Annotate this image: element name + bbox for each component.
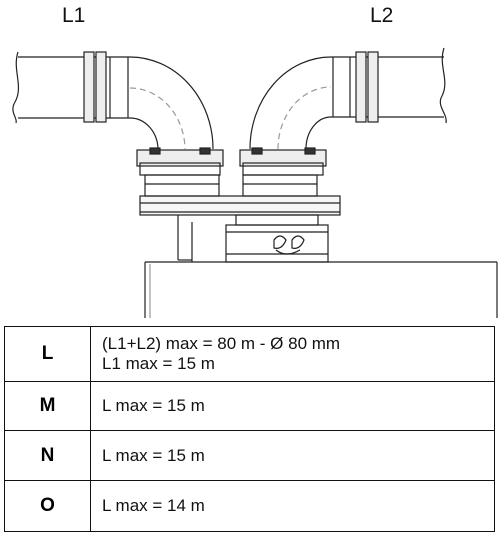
row-value: (L1+L2) max = 80 m - Ø 80 mm L1 max = 15… (90, 326, 495, 382)
right-elbow (249, 56, 332, 150)
label-l2: L2 (370, 4, 393, 27)
label-l1: L1 (62, 4, 85, 27)
value-line: L1 max = 15 m (102, 354, 215, 373)
value-line: (L1+L2) max = 80 m - Ø 80 mm (102, 334, 341, 353)
right-clamp (239, 147, 327, 176)
table-row: L (L1+L2) max = 80 m - Ø 80 mm L1 max = … (4, 326, 495, 382)
row-value: L max = 15 m (90, 430, 495, 481)
left-elbow (129, 56, 214, 150)
row-key: O (4, 480, 91, 532)
left-pipe (12, 51, 130, 124)
flue-diagram: L1 L2 (12, 4, 498, 318)
twin-manifold (139, 174, 341, 226)
flue-adapter (225, 224, 329, 263)
row-value: L max = 15 m (90, 381, 495, 431)
spec-table: L (L1+L2) max = 80 m - Ø 80 mm L1 max = … (4, 326, 495, 532)
table-row: M L max = 15 m (4, 381, 495, 431)
boiler-body (144, 261, 498, 318)
right-pipe (331, 47, 447, 124)
row-key: N (4, 430, 91, 481)
value-line: L max = 15 m (102, 396, 205, 415)
table-row: O L max = 14 m (4, 480, 495, 532)
row-key: L (4, 326, 91, 382)
row-key: M (4, 381, 91, 431)
value-line: L max = 14 m (102, 496, 205, 515)
row-value: L max = 14 m (90, 480, 495, 532)
value-line: L max = 15 m (102, 445, 205, 465)
mount-bracket (177, 215, 193, 262)
flue-diagram-svg: L1 L2 (12, 4, 498, 318)
table-row: N L max = 15 m (4, 430, 495, 481)
left-clamp (136, 147, 224, 176)
